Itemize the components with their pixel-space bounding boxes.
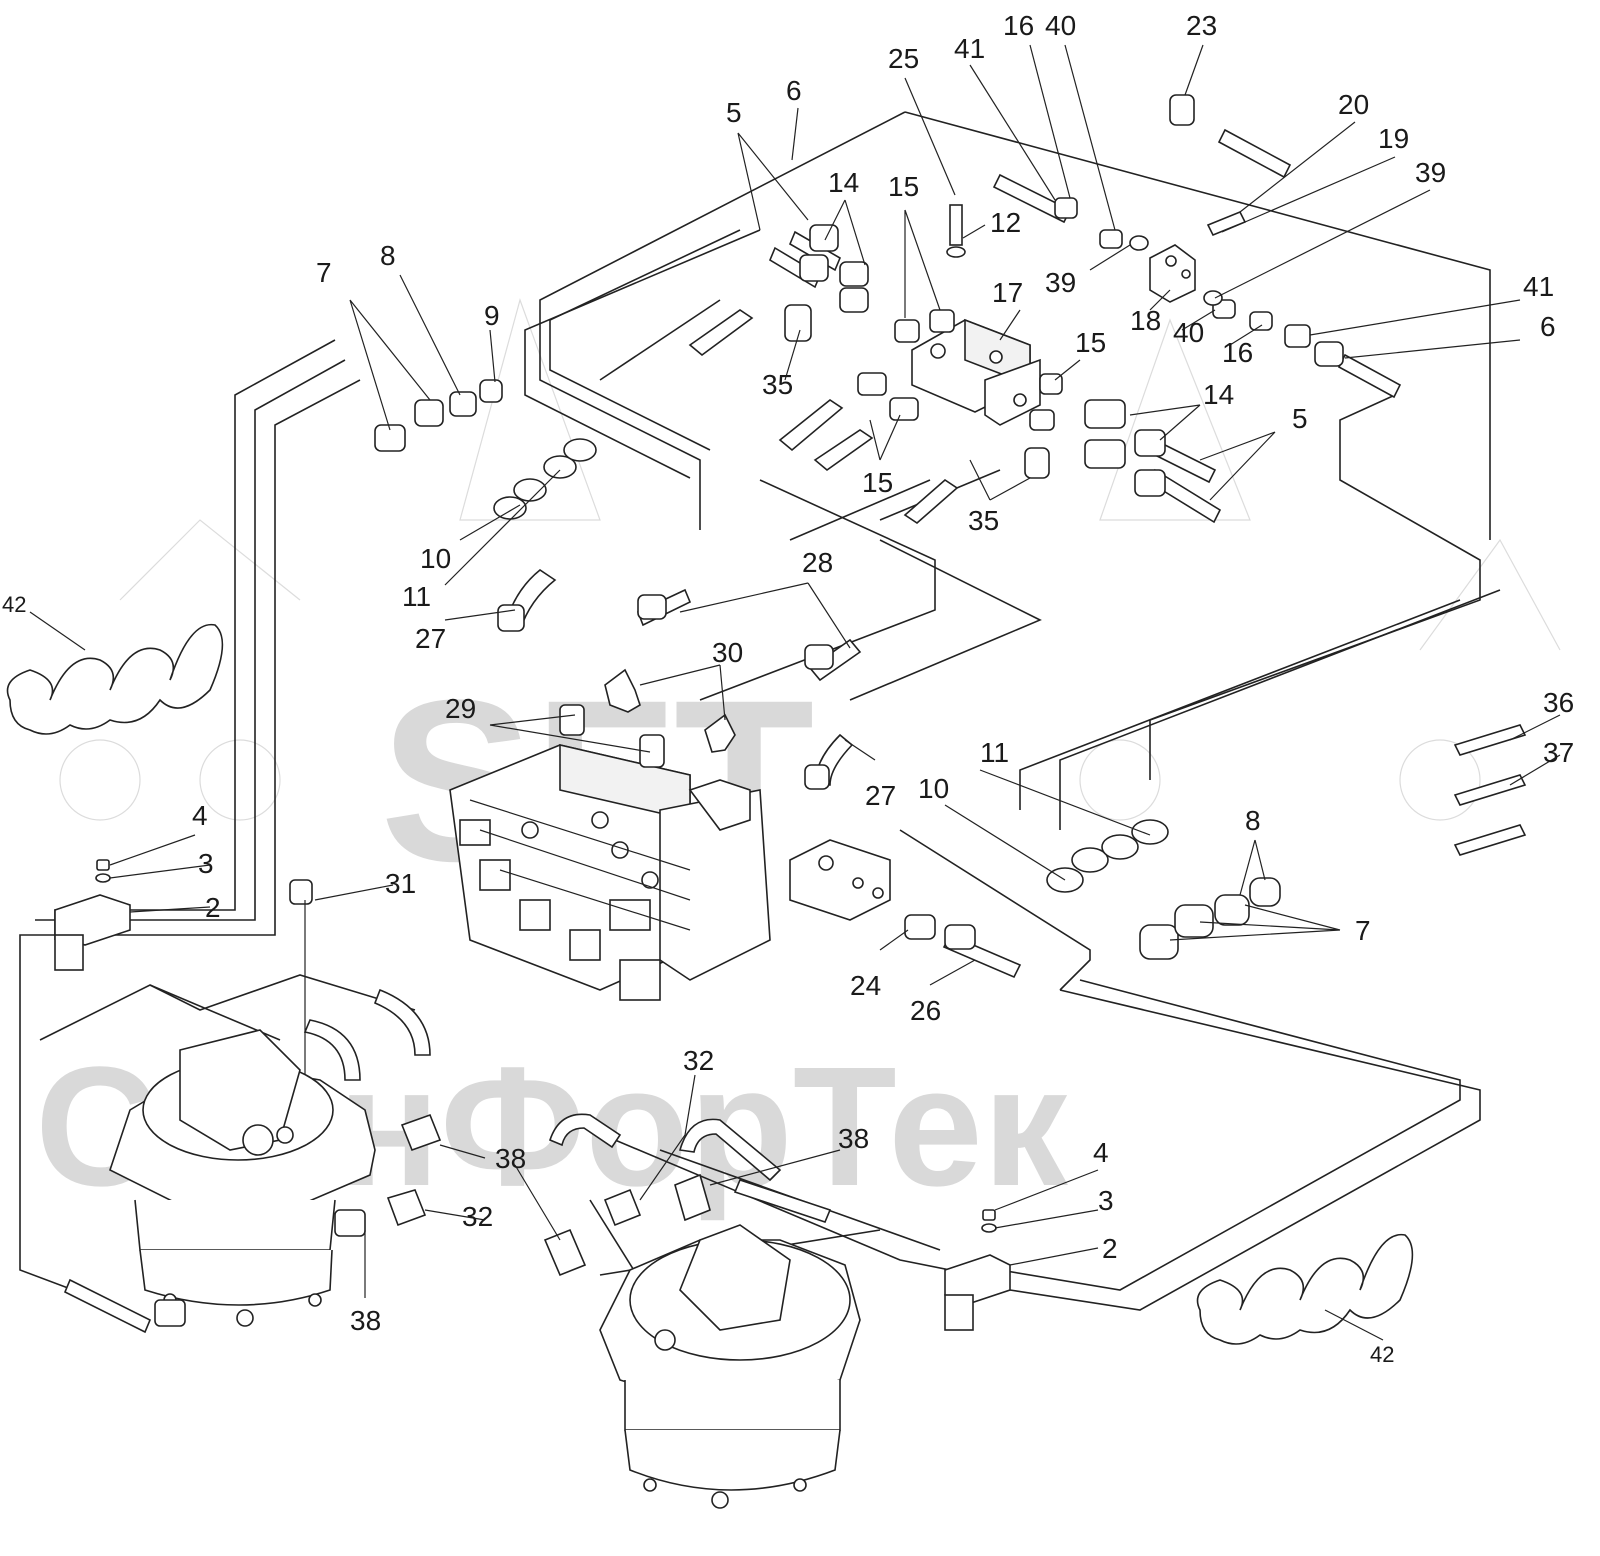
callout-35: 35	[968, 505, 999, 536]
callout-18: 18	[1130, 305, 1161, 336]
callout-37: 37	[1543, 737, 1574, 768]
callout-30: 30	[712, 637, 743, 668]
callout-26: 26	[910, 995, 941, 1026]
callout-11: 11	[402, 581, 431, 612]
callout-15: 15	[862, 467, 893, 498]
callout-23: 23	[1186, 10, 1217, 41]
manifold-block-17	[911, 318, 1041, 426]
callout-8: 8	[380, 240, 396, 271]
callout-32: 32	[462, 1201, 493, 1232]
valve-block-18	[1149, 244, 1196, 303]
mounting-plates	[1453, 724, 1527, 856]
hoses	[63, 128, 1402, 1334]
hydraulic-motor-right	[599, 1224, 861, 1509]
callout-5: 5	[1292, 403, 1308, 434]
callout-36: 36	[1543, 687, 1574, 718]
callout-15: 15	[1075, 327, 1106, 358]
callout-17: 17	[992, 277, 1023, 308]
callout-14: 14	[828, 167, 859, 198]
callout-14: 14	[1203, 379, 1234, 410]
callout-27: 27	[415, 623, 446, 654]
callout-8: 8	[1245, 805, 1261, 836]
callout-3: 3	[198, 848, 214, 879]
callout-5: 5	[726, 97, 742, 128]
callout-24: 24	[850, 970, 881, 1001]
callout-9: 9	[484, 300, 500, 331]
callout-4: 4	[1093, 1137, 1109, 1168]
callout-32: 32	[683, 1045, 714, 1076]
callout-2: 2	[1102, 1233, 1118, 1264]
callout-27: 27	[865, 780, 896, 811]
callout-19: 19	[1378, 123, 1409, 154]
callout-38: 38	[350, 1305, 381, 1336]
callout-10: 10	[918, 773, 949, 804]
callout-40: 40	[1173, 317, 1204, 348]
callout-41: 41	[954, 33, 985, 64]
callout-6: 6	[1540, 311, 1556, 342]
callout-38: 38	[838, 1123, 869, 1154]
callout-29: 29	[445, 693, 476, 724]
callout-42: 42	[2, 592, 26, 617]
callout-38: 38	[495, 1143, 526, 1174]
callout-labels: 5 6 14 15 25 12 41 16 40 23 20 19 39 39 …	[2, 10, 1574, 1367]
callout-15: 15	[888, 171, 919, 202]
clamps	[54, 894, 1011, 1331]
callout-39: 39	[1415, 157, 1446, 188]
callout-2: 2	[205, 892, 221, 923]
spiral-guards	[6, 623, 1414, 1345]
callout-39: 39	[1045, 267, 1076, 298]
callout-31: 31	[385, 868, 416, 899]
callout-41: 41	[1523, 271, 1554, 302]
callout-6: 6	[786, 75, 802, 106]
callout-42: 42	[1370, 1342, 1394, 1367]
callout-4: 4	[192, 800, 208, 831]
callout-16: 16	[1003, 10, 1034, 41]
callout-25: 25	[888, 43, 919, 74]
control-valve-assembly	[449, 743, 771, 1001]
callout-40: 40	[1045, 10, 1076, 41]
callout-28: 28	[802, 547, 833, 578]
callout-20: 20	[1338, 89, 1369, 120]
fittings	[95, 94, 1344, 1327]
valve-block-24	[789, 839, 891, 921]
hydraulic-motor-left	[109, 1029, 376, 1327]
callout-3: 3	[1098, 1185, 1114, 1216]
callout-35: 35	[762, 369, 793, 400]
leader-lines	[29, 44, 1561, 1341]
callout-16: 16	[1222, 337, 1253, 368]
callout-10: 10	[420, 543, 451, 574]
callout-7: 7	[1355, 915, 1371, 946]
callout-7: 7	[316, 257, 332, 288]
callout-12: 12	[990, 207, 1021, 238]
callout-11: 11	[980, 737, 1009, 768]
